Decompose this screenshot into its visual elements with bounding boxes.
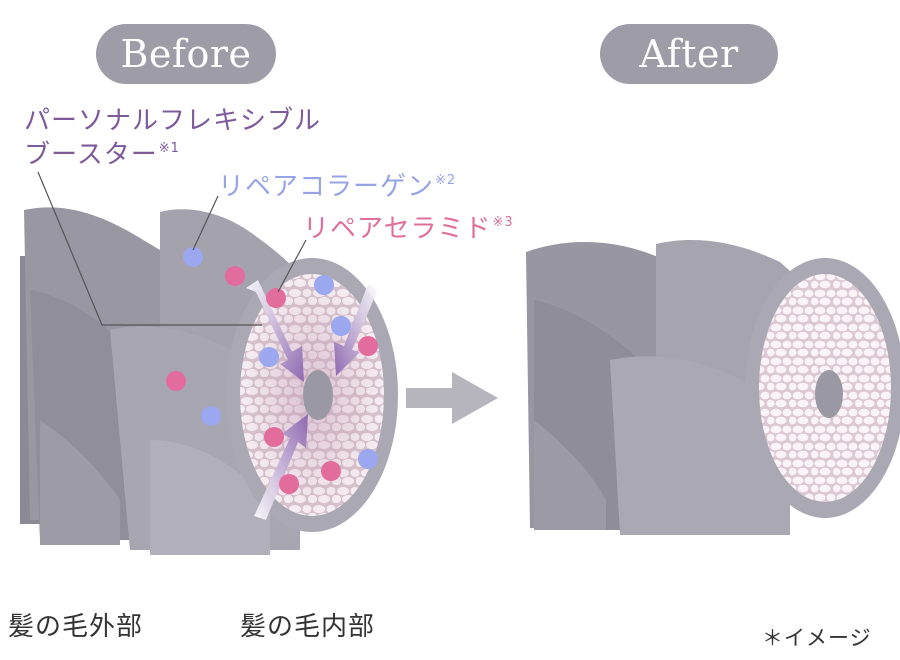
inner-hair-caption: 髪の毛内部 bbox=[240, 612, 376, 642]
booster-note-mark: ※1 bbox=[158, 141, 180, 156]
arrow-icon bbox=[254, 414, 308, 520]
collagen-label-text: リペアコラーゲン bbox=[218, 172, 435, 202]
before-hair bbox=[20, 207, 398, 555]
leader-lines bbox=[37, 171, 307, 326]
booster-label-line2: ブースター※1 bbox=[24, 138, 321, 177]
booster-label-line1: パーソナルフレキシブル bbox=[24, 106, 322, 136]
molecule-dots bbox=[166, 247, 378, 494]
collagen-dot bbox=[183, 247, 203, 267]
collagen-dot bbox=[331, 316, 351, 336]
booster-leader-line bbox=[37, 171, 262, 326]
ceramide-dot bbox=[166, 371, 186, 391]
ceramide-note-mark: ※3 bbox=[492, 215, 514, 230]
ceramide-label-text: リペアセラミド bbox=[303, 214, 492, 244]
cuticle-layer bbox=[40, 420, 120, 545]
ceramide-dot bbox=[358, 336, 378, 356]
ceramide-dot bbox=[321, 461, 341, 481]
image-note: ＊イメージ bbox=[762, 626, 872, 650]
before-pill: Before bbox=[96, 24, 276, 84]
ceramide-label: リペアセラミド※3 bbox=[303, 208, 514, 245]
collagen-note-mark: ※2 bbox=[435, 173, 457, 188]
after-hair bbox=[526, 240, 900, 535]
booster-label-text: ブースター bbox=[24, 140, 158, 170]
after-medulla bbox=[815, 370, 843, 418]
collagen-leader-line bbox=[192, 195, 219, 251]
cuticle-layer bbox=[610, 356, 790, 535]
transition-arrow-icon bbox=[406, 372, 498, 424]
collagen-dot bbox=[201, 406, 221, 426]
cuticle-layer bbox=[534, 420, 606, 530]
cuticle-layer bbox=[150, 440, 270, 555]
before-medulla bbox=[303, 370, 333, 420]
collagen-dot bbox=[358, 449, 378, 469]
after-pill: After bbox=[600, 24, 778, 84]
ceramide-dot bbox=[264, 427, 284, 447]
collagen-dot bbox=[259, 347, 279, 367]
collagen-dot bbox=[314, 275, 334, 295]
outer-hair-caption: 髪の毛外部 bbox=[8, 612, 144, 642]
ceramide-leader-line bbox=[277, 239, 307, 293]
ceramide-dot bbox=[279, 474, 299, 494]
collagen-label: リペアコラーゲン※2 bbox=[218, 166, 456, 203]
booster-label: パーソナルフレキシブル ブースター※1 bbox=[24, 104, 321, 177]
arrow-icon bbox=[246, 280, 304, 382]
ceramide-dot bbox=[225, 266, 245, 286]
booster-arrows bbox=[246, 280, 378, 520]
ceramide-dot bbox=[266, 288, 286, 308]
arrow-icon bbox=[334, 284, 378, 376]
